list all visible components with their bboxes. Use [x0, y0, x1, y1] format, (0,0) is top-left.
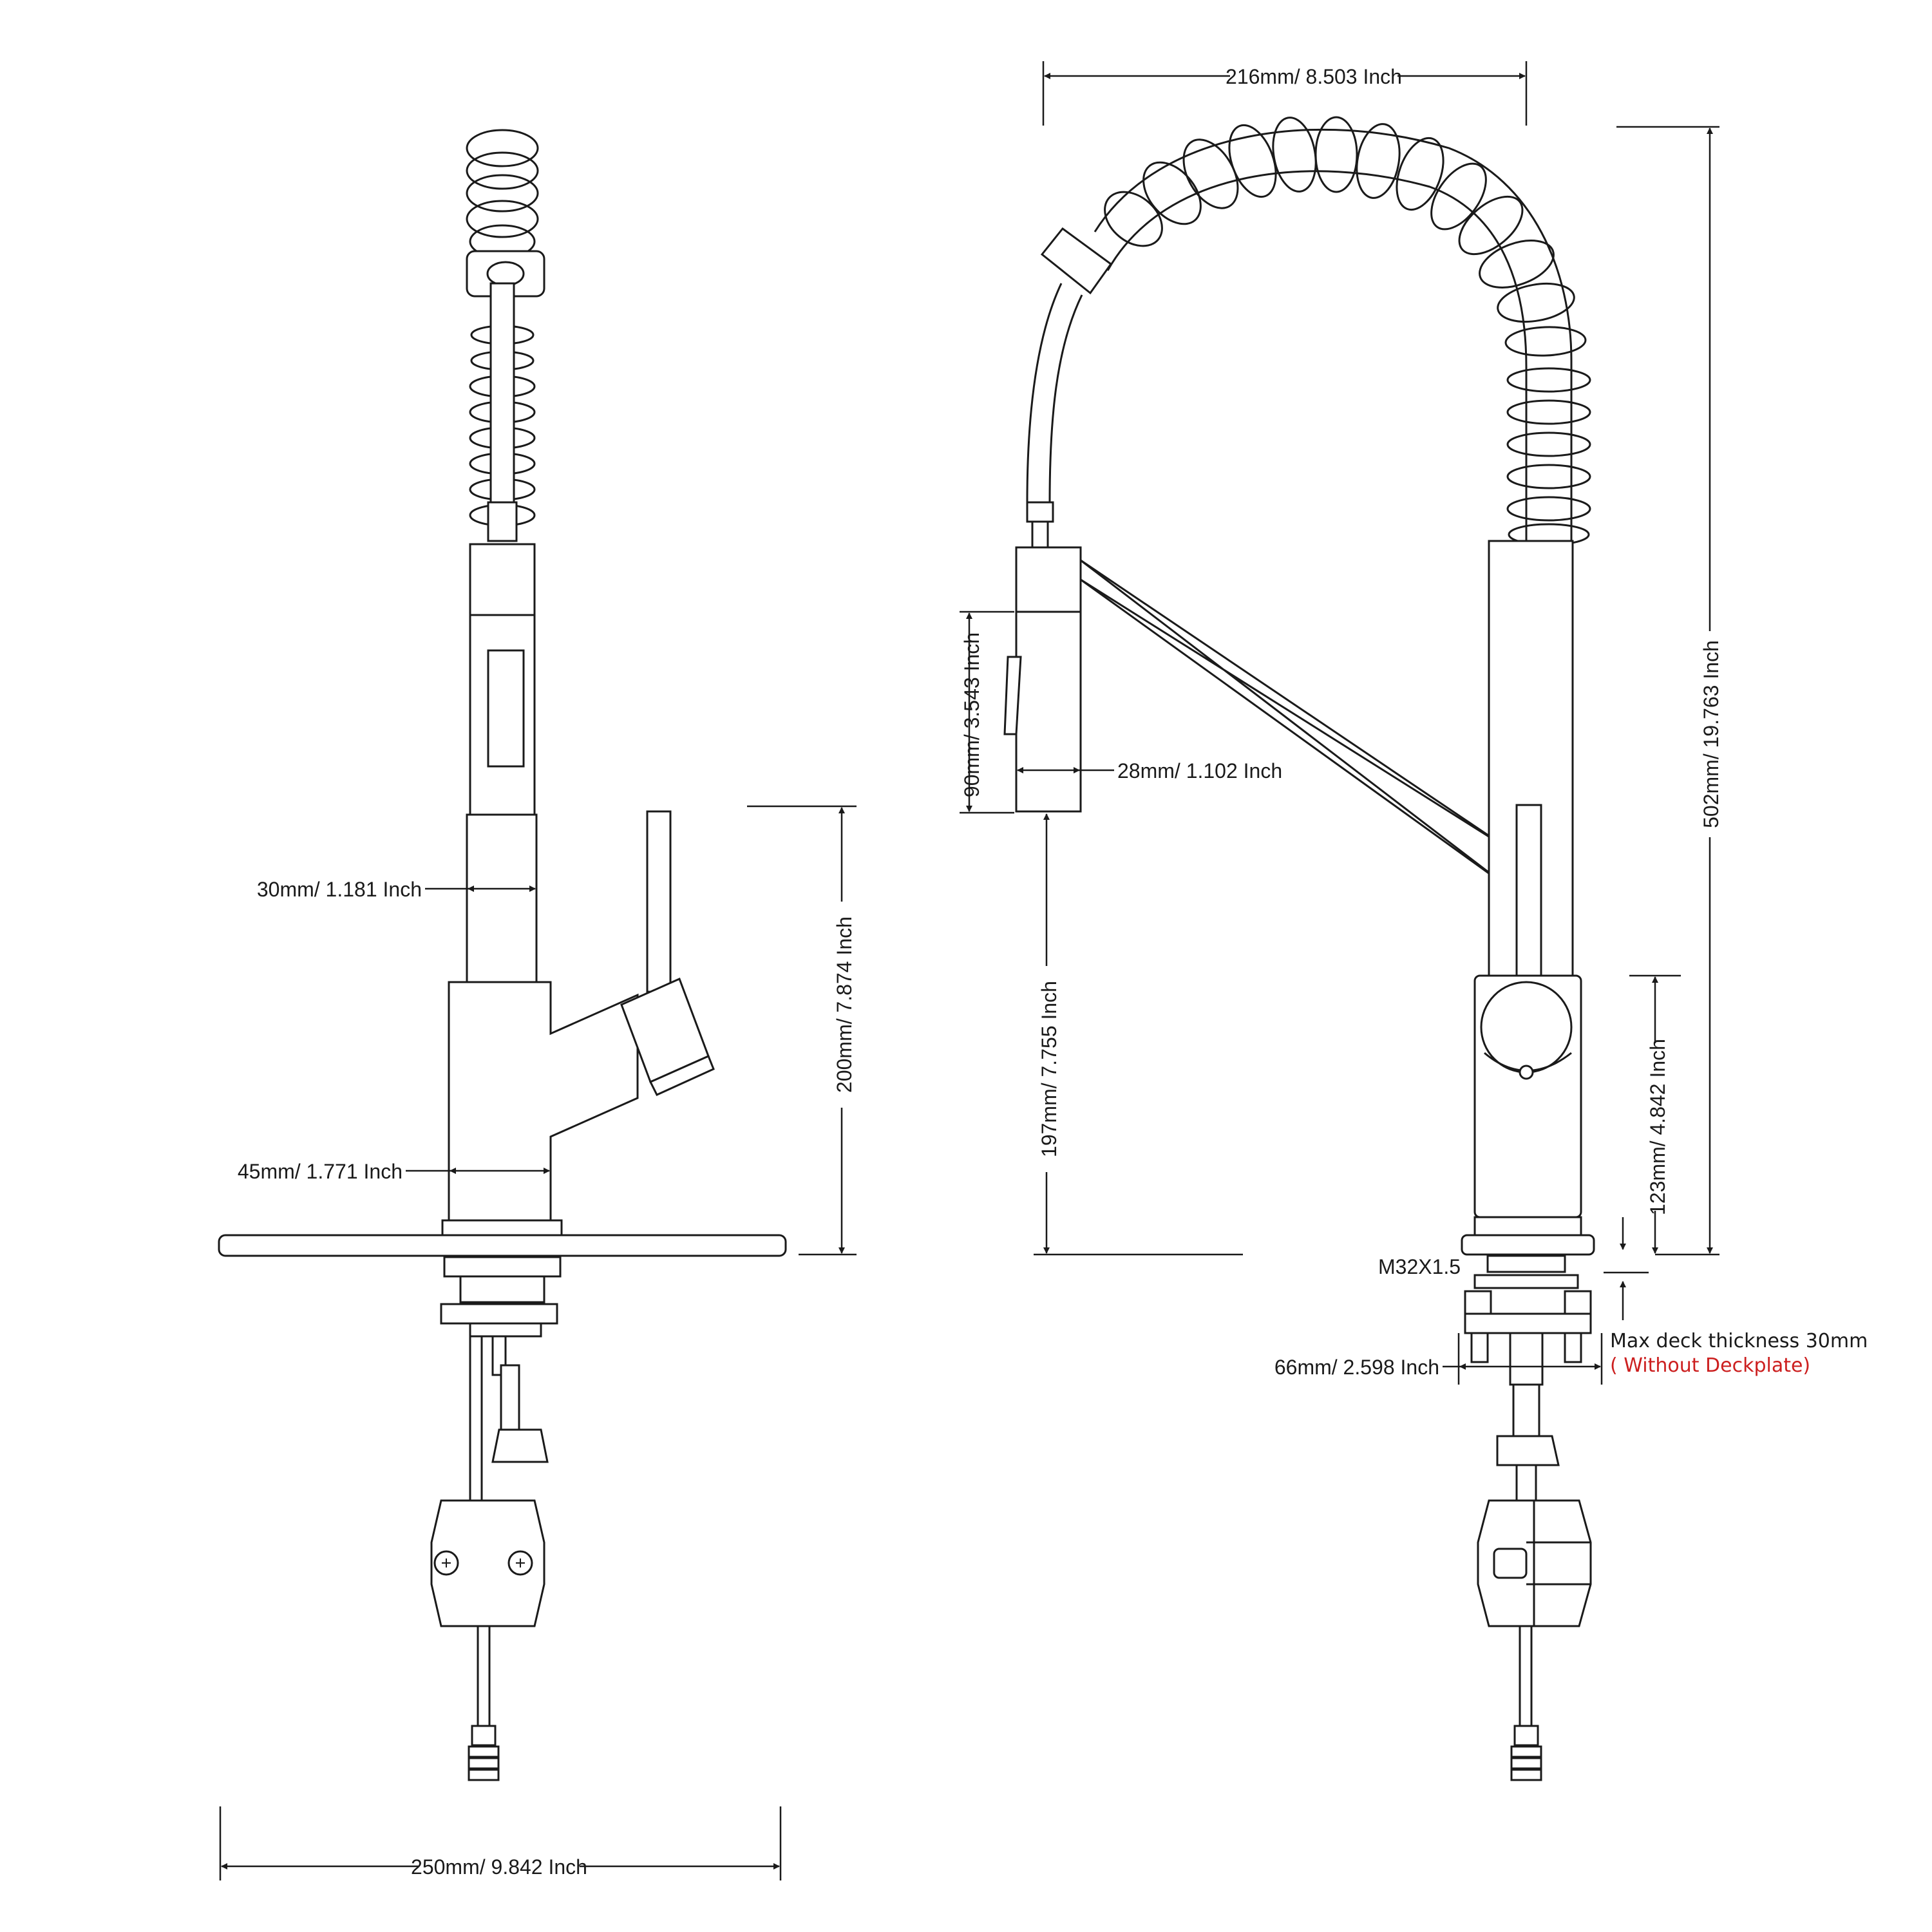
dimension-spray-head-length: 90mm/ 3.543 Inch	[960, 611, 1014, 814]
dim-coil-width-label: 216mm/ 8.503 Inch	[1226, 65, 1402, 88]
front-base-body	[1473, 974, 1582, 1218]
dimension-deck-thickness	[1604, 1217, 1649, 1320]
side-spring-coil	[466, 129, 545, 542]
dim-body-diameter-label: 45mm/ 1.771 Inch	[238, 1160, 402, 1183]
dim-deckplate-width-label: 250mm/ 9.842 Inch	[411, 1855, 587, 1879]
front-spring-coil	[1040, 116, 1591, 546]
side-base-ring	[441, 1219, 563, 1238]
front-deck-flange	[1461, 1234, 1595, 1256]
dim-mount-width-label: 66mm/ 2.598 Inch	[1274, 1356, 1439, 1379]
deck-thickness-note-sub: ( Without Deckplate)	[1610, 1354, 1810, 1377]
side-spout-pipe	[466, 813, 538, 983]
dim-base-height-label: 123mm/ 4.842 Inch	[1646, 1039, 1669, 1215]
dimension-coil-width: 216mm/ 8.503 Inch	[1042, 61, 1528, 126]
side-handle	[620, 810, 715, 1096]
front-base-ring	[1473, 1216, 1582, 1238]
dimension-handle-height: 200mm/ 7.874 Inch	[747, 805, 857, 1256]
dimension-mount-width: 66mm/ 2.598 Inch	[1274, 1333, 1603, 1385]
dimension-total-height: 502mm/ 19.763 Inch	[1616, 126, 1723, 1256]
thread-label: M32X1.5	[1378, 1255, 1461, 1278]
dim-spray-head-length-label: 90mm/ 3.543 Inch	[960, 632, 983, 797]
dimension-spray-head-diameter: 28mm/ 1.102 Inch	[1017, 759, 1282, 782]
dimension-base-height: 123mm/ 4.842 Inch	[1629, 974, 1681, 1254]
dimension-spout-diameter: 30mm/ 1.181 Inch	[257, 878, 536, 901]
dim-total-height-label: 502mm/ 19.763 Inch	[1700, 640, 1723, 828]
dim-spray-head-diameter-label: 28mm/ 1.102 Inch	[1117, 759, 1282, 782]
front-spray-head	[1003, 546, 1082, 813]
dimension-body-diameter: 45mm/ 1.771 Inch	[238, 1160, 550, 1183]
side-spray-head	[469, 543, 536, 816]
dimension-spout-clearance: 197mm/ 7.755 Inch	[1034, 813, 1243, 1256]
front-mounting-hardware	[1464, 1255, 1592, 1781]
front-view	[1003, 116, 1595, 1781]
side-mounting-hardware	[430, 1256, 562, 1781]
side-view	[218, 129, 787, 1781]
side-deckplate	[218, 1234, 787, 1257]
dim-spout-diameter-label: 30mm/ 1.181 Inch	[257, 878, 422, 901]
front-handle-rod	[1515, 804, 1542, 999]
dimension-deckplate-width: 250mm/ 9.842 Inch	[219, 1806, 782, 1880]
dim-handle-height-label: 200mm/ 7.874 Inch	[833, 916, 856, 1093]
side-body	[448, 981, 639, 1225]
deck-thickness-note: Max deck thickness 30mm	[1610, 1330, 1868, 1352]
front-spout-arm	[1079, 558, 1511, 891]
dim-spout-clearance-label: 197mm/ 7.755 Inch	[1037, 981, 1061, 1157]
front-hose	[1026, 283, 1083, 549]
